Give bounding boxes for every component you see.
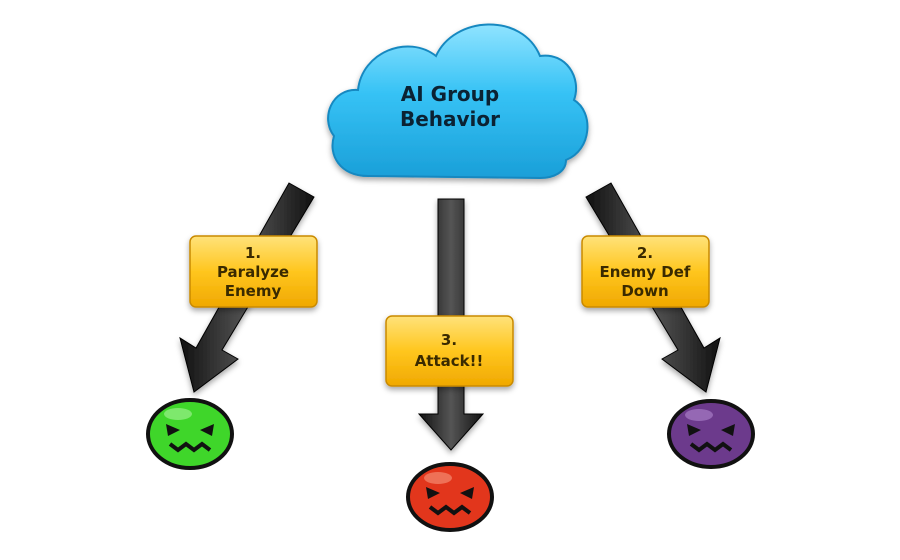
step-box-enemy-def-down: 2. Enemy Def Down xyxy=(581,235,710,308)
cloud-title-line2: Behavior xyxy=(400,107,500,131)
step-box-paralyze-enemy: 1. Paralyze Enemy xyxy=(189,235,318,308)
step-2-label-line1: Enemy Def xyxy=(600,263,691,281)
cloud-title-line1: AI Group xyxy=(401,82,499,106)
step-3-number: 3. xyxy=(441,331,457,349)
step-2-number: 2. xyxy=(637,244,653,262)
cloud-shape xyxy=(327,23,589,180)
step-box-attack: 3. Attack!! xyxy=(385,315,514,387)
step-1-label-line2: Enemy xyxy=(225,282,282,300)
red-slime xyxy=(406,462,494,532)
step-2-label-line2: Down xyxy=(621,282,668,300)
green-slime xyxy=(146,398,234,470)
purple-slime xyxy=(667,399,755,469)
step-1-label-line1: Paralyze xyxy=(217,263,289,281)
step-1-number: 1. xyxy=(245,244,261,262)
step-3-label: Attack!! xyxy=(415,352,484,370)
